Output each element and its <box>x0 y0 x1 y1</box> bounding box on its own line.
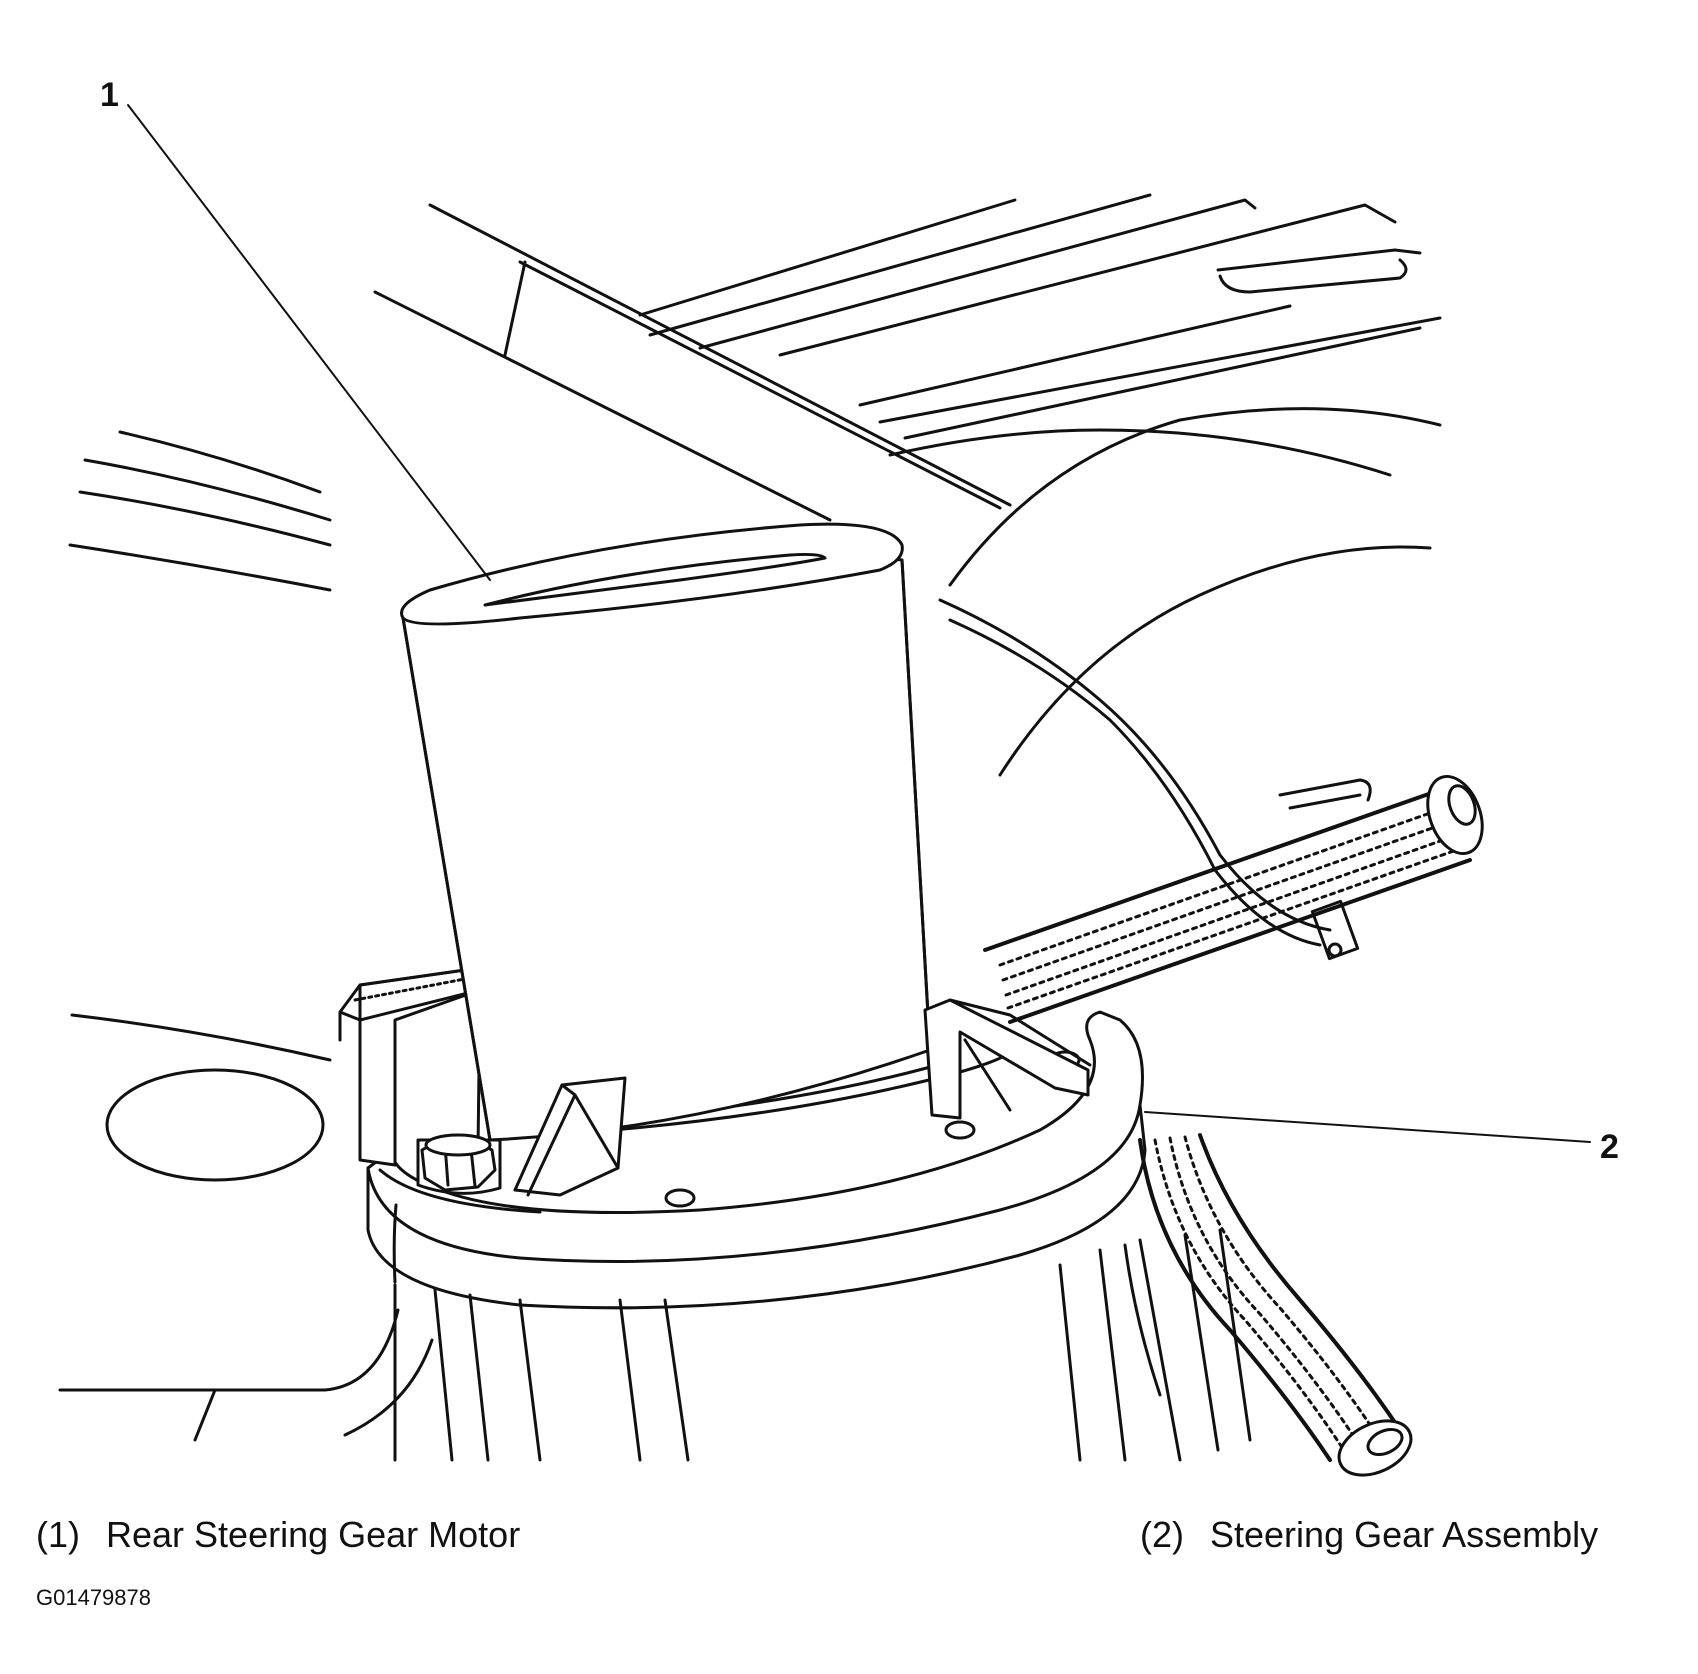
figure-id: G01479878 <box>36 1585 151 1610</box>
right-bracket <box>923 998 1092 1120</box>
callout-number-2: 2 <box>1600 1128 1619 1166</box>
legend-label-2: Steering Gear Assembly <box>1210 1514 1599 1555</box>
body-panel-lines <box>373 193 1442 777</box>
rear-steering-gear-motor <box>400 522 932 1142</box>
legend-item-2: (2) Steering Gear Assembly <box>1140 1514 1598 1556</box>
steering-gear-body <box>393 1228 1252 1462</box>
center-tab <box>513 1076 627 1197</box>
legend-item-1: (1) Rear Steering Gear Motor <box>36 1514 520 1556</box>
leader-line-1 <box>127 104 491 581</box>
legend-number-1: (1) <box>36 1514 80 1555</box>
leader-line-2 <box>1144 1111 1591 1143</box>
conduit-upper <box>983 774 1484 1024</box>
conduit-lower <box>1138 1133 1413 1477</box>
hex-bolt <box>416 1133 502 1195</box>
callout-leaders <box>127 104 1591 1143</box>
legend-number-2: (2) <box>1140 1514 1184 1555</box>
callout-number-1: 1 <box>100 76 119 114</box>
legend-label-1: Rear Steering Gear Motor <box>106 1514 521 1555</box>
wire-harness <box>938 598 1372 961</box>
left-body-lines <box>58 430 434 1442</box>
